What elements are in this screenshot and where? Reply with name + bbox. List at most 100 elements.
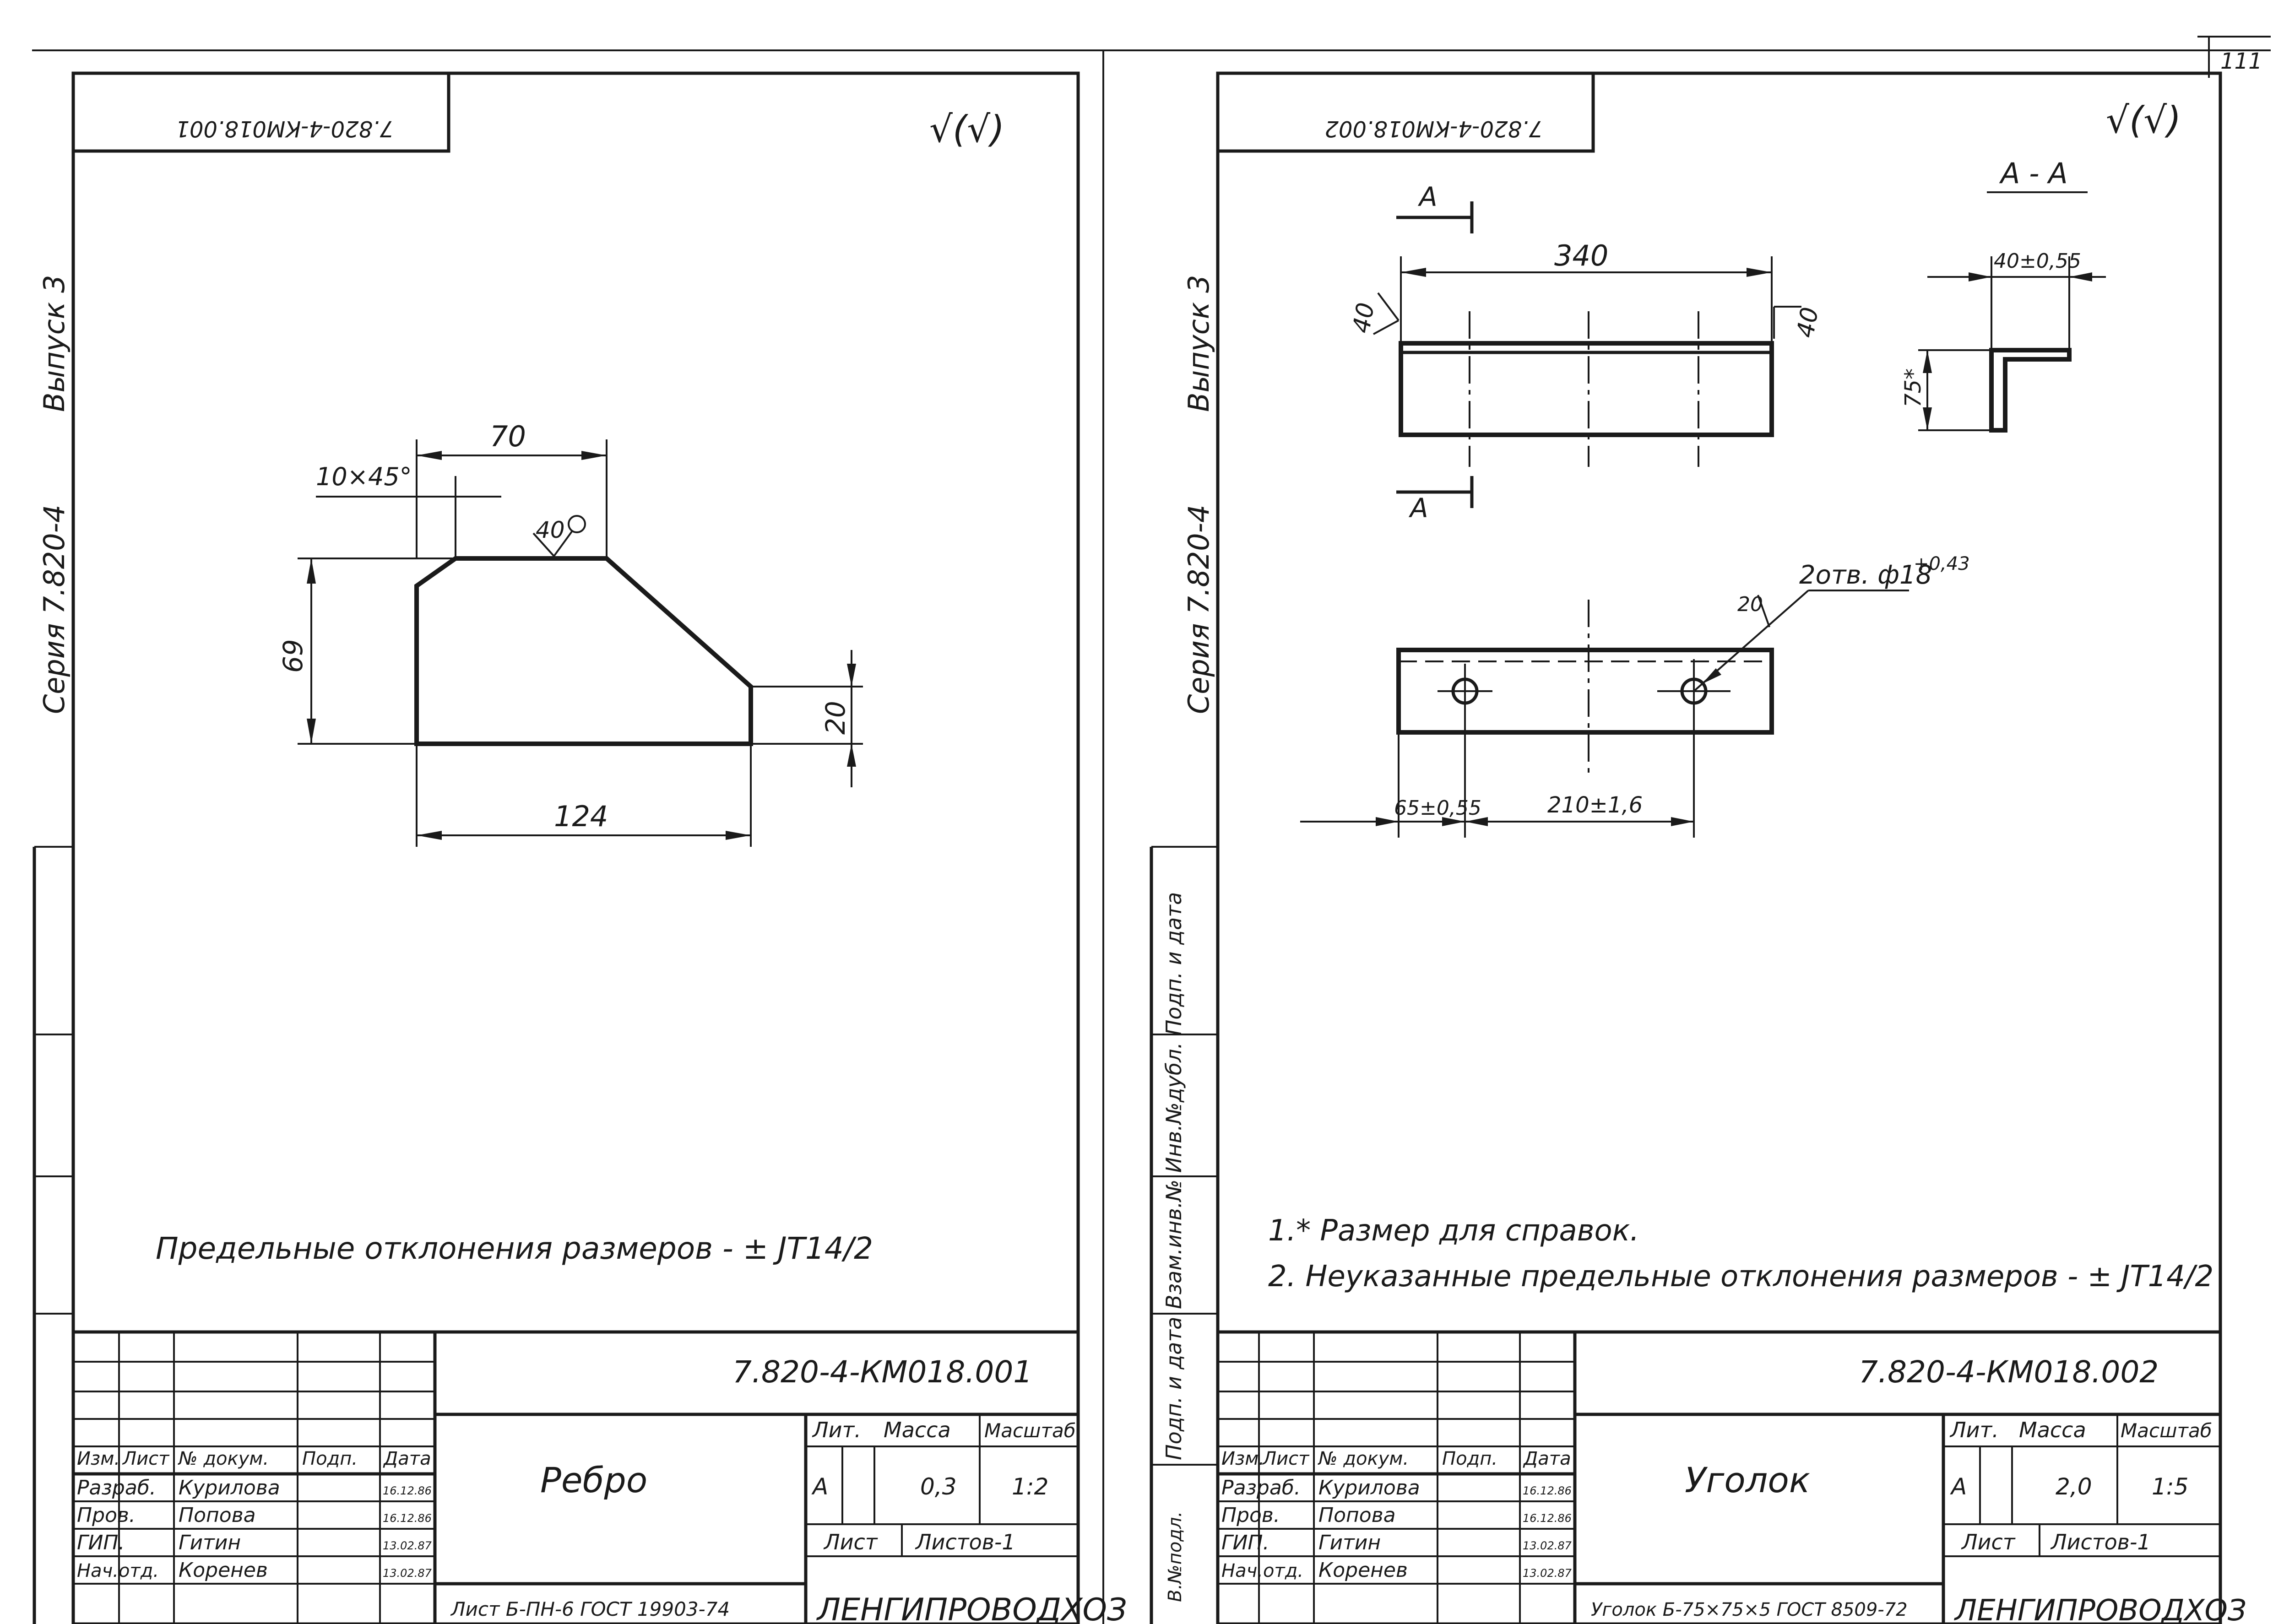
left-hdr-doc: № докум. (178, 1448, 269, 1469)
right-row1-role: Разраб. (1221, 1476, 1301, 1499)
left-row3-date: 13.02.87 (383, 1539, 432, 1552)
left-org: ЛЕНГИПРОВОДХОЗ (816, 1592, 1127, 1624)
dim-bottom-width: 124 (554, 800, 608, 833)
dim-right-height: 20 (820, 701, 851, 735)
left-roughness: √(√) (929, 108, 1004, 151)
right-row3-role: ГИП. (1221, 1531, 1269, 1554)
right-org: ЛЕНГИПРОВОДХОЗ (1954, 1594, 2246, 1624)
left-lit-label: Лит. (812, 1418, 861, 1442)
right-roughness: √(√) (2106, 99, 2181, 141)
stamp-label-right: Взам.инв.№ Инв.№дубл. Подп. и дата (1161, 892, 1186, 1309)
left-row2-role: Пров. (77, 1504, 136, 1527)
right-part-name: Уголок (1685, 1460, 1810, 1500)
issue-label-right: Выпуск 3 (1182, 275, 1215, 412)
right-row4-date: 13.02.87 (1523, 1567, 1572, 1580)
right-row2-role: Пров. (1221, 1504, 1280, 1527)
left-row4-date: 13.02.87 (383, 1567, 432, 1580)
left-mass-label: Масса (884, 1418, 951, 1442)
right-title-block: 7.820-4-КМ018.002 Уголок Изм. Лист № док… (1218, 1330, 2246, 1624)
left-hdr-list: Лист (122, 1448, 170, 1469)
dim-top-width: 70 (490, 420, 526, 453)
dim-hole-spacing: 210±1,6 (1547, 792, 1643, 818)
dim-holes: 2отв. ф18 (1799, 560, 1932, 590)
series-label-right: Серия 7.820-4 (1182, 505, 1215, 714)
section-mark-top: А (1417, 181, 1438, 212)
left-row1-name: Курилова (179, 1476, 280, 1499)
left-sheet-label: Лист (823, 1530, 878, 1554)
angle-plan-view (1396, 648, 1774, 735)
dim-section-width: 40±0,55 (1994, 249, 2081, 273)
right-hdr-doc: № докум. (1318, 1448, 1409, 1469)
left-hdr-sign: Подп. (302, 1448, 358, 1469)
right-sheets-label: Листов-1 (2050, 1530, 2151, 1554)
left-part-name: Ребро (540, 1460, 647, 1500)
left-row4-name: Коренев (179, 1559, 268, 1582)
dim-holes-tol: +0,43 (1914, 553, 1970, 574)
left-note: Предельные отклонения размеров - ± JT14/… (156, 1231, 873, 1266)
dim-right-size: 40 (1792, 305, 1824, 340)
right-hdr-date: Дата (1523, 1448, 1571, 1469)
right-scale-value: 1:5 (2152, 1473, 2188, 1500)
left-scale-label: Масштаб (984, 1419, 1076, 1442)
series-label-left: Серия 7.820-4 (38, 505, 71, 714)
stamp-label-right-bottom: В.№подл. (1165, 1511, 1186, 1602)
right-scale-label: Масштаб (2121, 1419, 2212, 1442)
right-material: Уголок Б-75×75×5 ГОСТ 8509-72 (1591, 1599, 1908, 1620)
left-sheets-label: Листов-1 (915, 1530, 1015, 1554)
left-row3-role: ГИП. (77, 1531, 125, 1554)
right-top-code: 7.820-4-КМ018.002 (1324, 116, 1543, 141)
section-mark-bottom: А (1408, 493, 1428, 524)
left-sheet: Серия 7.820-4 Выпуск 3 7.820-4-КМ018.001… (33, 71, 1127, 1624)
right-hdr-list: Лист (1262, 1448, 1310, 1469)
dim-section-height: 75* (1900, 368, 1926, 407)
left-scale-value: 1:2 (1012, 1473, 1048, 1500)
right-row1-name: Курилова (1318, 1476, 1420, 1499)
right-note-2: 2. Неуказанные предельные отклонения раз… (1268, 1260, 2213, 1294)
dim-height: 69 (277, 639, 309, 673)
left-material: Лист Б-ПН-6 ГОСТ 19903-74 (450, 1598, 730, 1620)
left-block-code: 7.820-4-КМ018.001 (732, 1354, 1032, 1390)
dim-left-size: 40 (1348, 301, 1380, 336)
right-block-code: 7.820-4-КМ018.002 (1859, 1354, 2159, 1390)
dim-chamfer: 10×45° (316, 462, 412, 491)
right-note-1: 1.* Размер для справок. (1268, 1214, 1639, 1248)
right-hdr-sign: Подп. (1442, 1448, 1497, 1469)
stamp-label-right-lower: Подп. и дата (1161, 1317, 1186, 1460)
right-mass-value: 2,0 (2056, 1473, 2092, 1500)
right-row2-date: 16.12.86 (1523, 1512, 1572, 1525)
rib-outline (414, 556, 753, 746)
right-sheet-label: Лист (1961, 1530, 2016, 1554)
left-title-block: 7.820-4-КМ018.001 Ребро Изм. Лист № доку… (73, 1330, 1127, 1624)
issue-label-left: Выпуск 3 (38, 275, 71, 412)
right-row4-name: Коренев (1318, 1559, 1408, 1582)
right-row1-date: 16.12.86 (1523, 1484, 1572, 1497)
left-lit-value: А (811, 1473, 828, 1500)
left-row2-date: 16.12.86 (383, 1512, 432, 1525)
left-mass-value: 0,3 (920, 1473, 957, 1500)
left-row4-role: Нач.отд. (77, 1560, 159, 1581)
right-lit-label: Лит. (1949, 1418, 1999, 1442)
dim-length: 340 (1554, 239, 1608, 272)
right-row4-role: Нач.отд. (1221, 1560, 1303, 1581)
angle-front-view (1399, 341, 1774, 437)
right-row3-date: 13.02.87 (1523, 1539, 1572, 1552)
left-row2-name: Попова (179, 1504, 256, 1527)
right-row2-name: Попова (1318, 1504, 1396, 1527)
left-row1-role: Разраб. (77, 1476, 156, 1499)
angle-section-view (1989, 348, 2072, 433)
right-row3-name: Гитин (1318, 1531, 1381, 1554)
left-top-code: 7.820-4-КМ018.001 (175, 116, 394, 141)
left-row1-date: 16.12.86 (383, 1484, 432, 1497)
dim-roughness-40: 40 (536, 517, 565, 543)
left-hdr-izm: Изм. (77, 1448, 120, 1469)
dim-edge-offset: 65±0,55 (1394, 796, 1481, 820)
left-hdr-date: Дата (383, 1448, 431, 1469)
right-sheet: Серия 7.820-4 Выпуск 3 Взам.инв.№ Инв.№д… (1150, 71, 2246, 1624)
right-mass-label: Масса (2019, 1418, 2086, 1442)
sheet-number: 111 (2220, 49, 2262, 74)
right-hdr-izm: Изм. (1221, 1448, 1264, 1469)
right-lit-value: А (1950, 1473, 1967, 1500)
section-label: А - А (1999, 157, 2068, 190)
